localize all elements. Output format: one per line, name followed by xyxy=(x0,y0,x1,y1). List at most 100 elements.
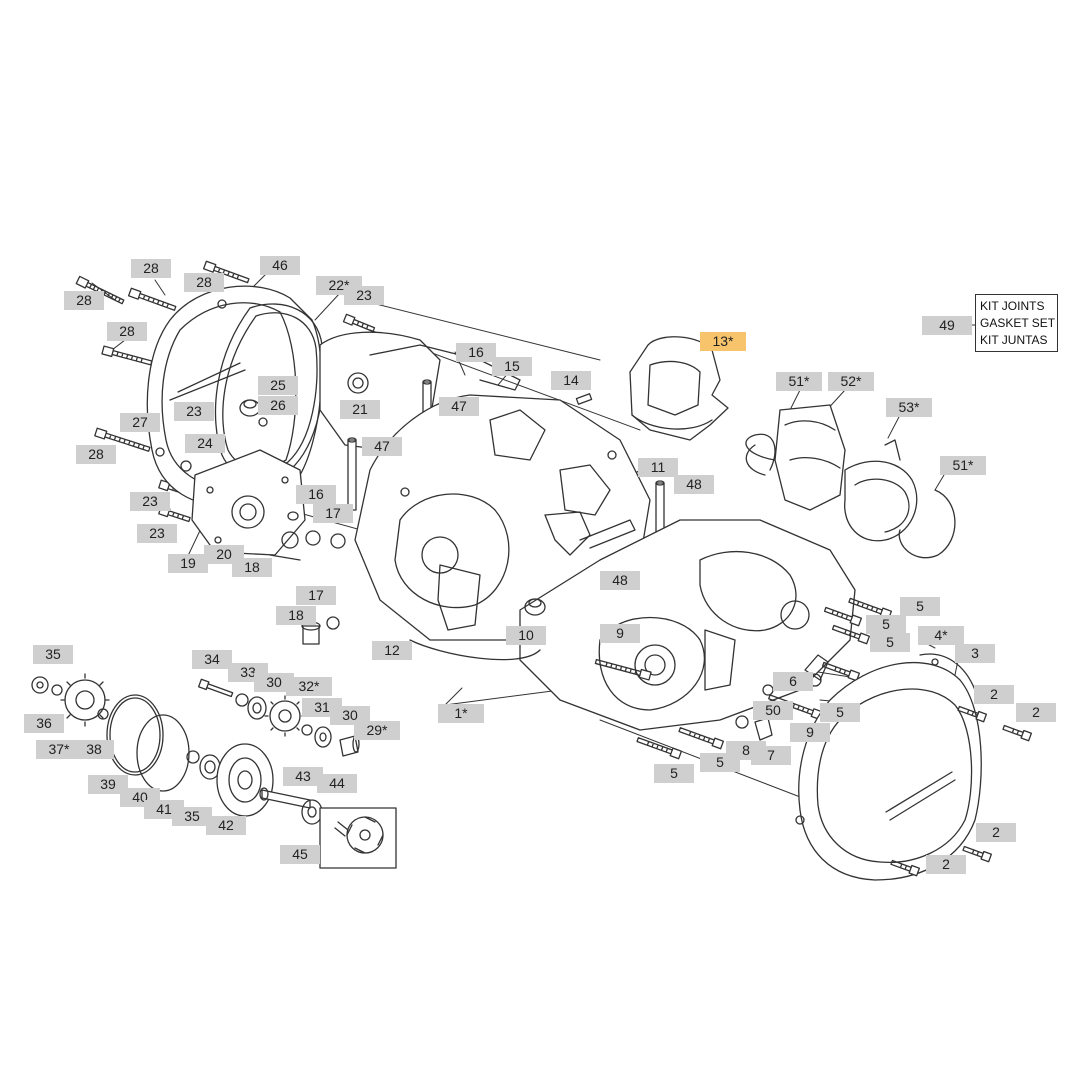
callout-31[interactable]: 31 xyxy=(302,698,342,717)
ignition-cover-icon xyxy=(795,653,982,881)
callout-48[interactable]: 48 xyxy=(674,475,714,494)
bolt-2-icon xyxy=(957,705,988,723)
callout-6[interactable]: 6 xyxy=(773,672,813,691)
bearing-30-icon xyxy=(247,696,267,720)
callout-19[interactable]: 19 xyxy=(168,554,208,573)
callout-10[interactable]: 10 xyxy=(506,626,546,645)
callout-23[interactable]: 23 xyxy=(344,286,384,305)
dowel-47-icon xyxy=(347,437,357,511)
plug-18-icon xyxy=(269,531,301,561)
callout-28[interactable]: 28 xyxy=(64,291,104,310)
callout-36[interactable]: 36 xyxy=(24,714,64,733)
callout-2[interactable]: 2 xyxy=(976,823,1016,842)
callout-47[interactable]: 47 xyxy=(362,437,402,456)
callout-27[interactable]: 27 xyxy=(120,413,160,432)
callout-42[interactable]: 42 xyxy=(206,816,246,835)
callout-9[interactable]: 9 xyxy=(790,723,830,742)
callout-23[interactable]: 23 xyxy=(130,492,170,511)
bearing-44-icon xyxy=(301,799,323,825)
callout-5[interactable]: 5 xyxy=(900,597,940,616)
callout-11[interactable]: 11 xyxy=(638,458,678,477)
washer-31-icon xyxy=(301,724,313,736)
callout-44[interactable]: 44 xyxy=(317,774,357,793)
callout-12[interactable]: 12 xyxy=(372,641,412,660)
callout-39[interactable]: 39 xyxy=(88,775,128,794)
callout-17[interactable]: 17 xyxy=(296,586,336,605)
pin-14-icon xyxy=(575,393,593,405)
callout-18[interactable]: 18 xyxy=(232,558,272,577)
plug-10-icon xyxy=(524,598,546,616)
callout-37[interactable]: 37* xyxy=(36,740,82,759)
callout-2[interactable]: 2 xyxy=(926,855,966,874)
bolt-2-icon xyxy=(1002,724,1033,742)
gear-32-icon xyxy=(264,695,306,737)
bolt-23-icon xyxy=(342,313,376,333)
intake-53-icon xyxy=(844,439,918,542)
callout-5[interactable]: 5 xyxy=(870,633,910,652)
gasket-kit-box[interactable]: KIT JOINTS GASKET SET KIT JUNTAS xyxy=(975,294,1058,352)
callout-26[interactable]: 26 xyxy=(258,396,298,415)
callout-28[interactable]: 28 xyxy=(184,273,224,292)
washer-41-icon xyxy=(186,750,200,764)
callout-14[interactable]: 14 xyxy=(551,371,591,390)
callout-48[interactable]: 48 xyxy=(600,571,640,590)
washer-8-icon xyxy=(735,715,749,729)
callout-35[interactable]: 35 xyxy=(33,645,73,664)
callout-15[interactable]: 15 xyxy=(492,357,532,376)
callout-16[interactable]: 16 xyxy=(296,485,336,504)
callout-51[interactable]: 51* xyxy=(940,456,986,475)
callout-1[interactable]: 1* xyxy=(438,704,484,723)
callout-2[interactable]: 2 xyxy=(1016,703,1056,722)
shaft-43-icon xyxy=(259,787,311,809)
callout-5[interactable]: 5 xyxy=(820,703,860,722)
callout-9[interactable]: 9 xyxy=(600,624,640,643)
callout-41[interactable]: 41 xyxy=(144,800,184,819)
callout-46[interactable]: 46 xyxy=(260,256,300,275)
callout-17[interactable]: 17 xyxy=(313,504,353,523)
callout-52[interactable]: 52* xyxy=(828,372,874,391)
callout-25[interactable]: 25 xyxy=(258,376,298,395)
callout-5[interactable]: 5 xyxy=(866,615,906,634)
callout-51[interactable]: 51* xyxy=(776,372,822,391)
callout-5[interactable]: 5 xyxy=(654,764,694,783)
callout-28[interactable]: 28 xyxy=(131,259,171,278)
callout-16[interactable]: 16 xyxy=(456,343,496,362)
gasket-11-icon xyxy=(544,511,636,556)
callout-3[interactable]: 3 xyxy=(955,644,995,663)
callout-29[interactable]: 29* xyxy=(354,721,400,740)
oring-17-icon xyxy=(305,530,346,549)
callout-45[interactable]: 45 xyxy=(280,845,320,864)
bolt-2-icon xyxy=(962,845,993,863)
callout-30[interactable]: 30 xyxy=(254,673,294,692)
callout-21[interactable]: 21 xyxy=(340,400,380,419)
callout-28[interactable]: 28 xyxy=(107,322,147,341)
clamp-51-icon xyxy=(745,433,776,476)
callout-13-highlighted[interactable]: 13* xyxy=(700,332,746,351)
callout-24[interactable]: 24 xyxy=(185,434,225,453)
callout-38[interactable]: 38 xyxy=(74,740,114,759)
callout-28[interactable]: 28 xyxy=(76,445,116,464)
callout-50[interactable]: 50 xyxy=(753,701,793,720)
callout-53[interactable]: 53* xyxy=(886,398,932,417)
gasket-12-icon xyxy=(409,639,541,661)
callout-49[interactable]: 49 xyxy=(922,316,972,335)
callout-7[interactable]: 7 xyxy=(751,746,791,765)
kit-line-2: GASKET SET xyxy=(980,316,1056,330)
callout-32[interactable]: 32* xyxy=(286,677,332,696)
impeller-box-icon xyxy=(319,807,397,869)
callout-18[interactable]: 18 xyxy=(276,606,316,625)
callout-34[interactable]: 34 xyxy=(192,650,232,669)
bolt-5-icon xyxy=(821,661,861,682)
callout-4[interactable]: 4* xyxy=(918,626,964,645)
callout-43[interactable]: 43 xyxy=(283,767,323,786)
plug-7-icon xyxy=(754,717,773,741)
bolt-28-icon xyxy=(94,427,151,452)
bolt-5-icon xyxy=(678,727,725,750)
callout-2[interactable]: 2 xyxy=(974,685,1014,704)
callout-47[interactable]: 47 xyxy=(439,397,479,416)
callout-23[interactable]: 23 xyxy=(137,524,177,543)
bolt-9-icon xyxy=(594,658,652,681)
washer-33-icon xyxy=(235,693,249,707)
callout-23[interactable]: 23 xyxy=(174,402,214,421)
bolt-2-icon xyxy=(890,859,921,877)
